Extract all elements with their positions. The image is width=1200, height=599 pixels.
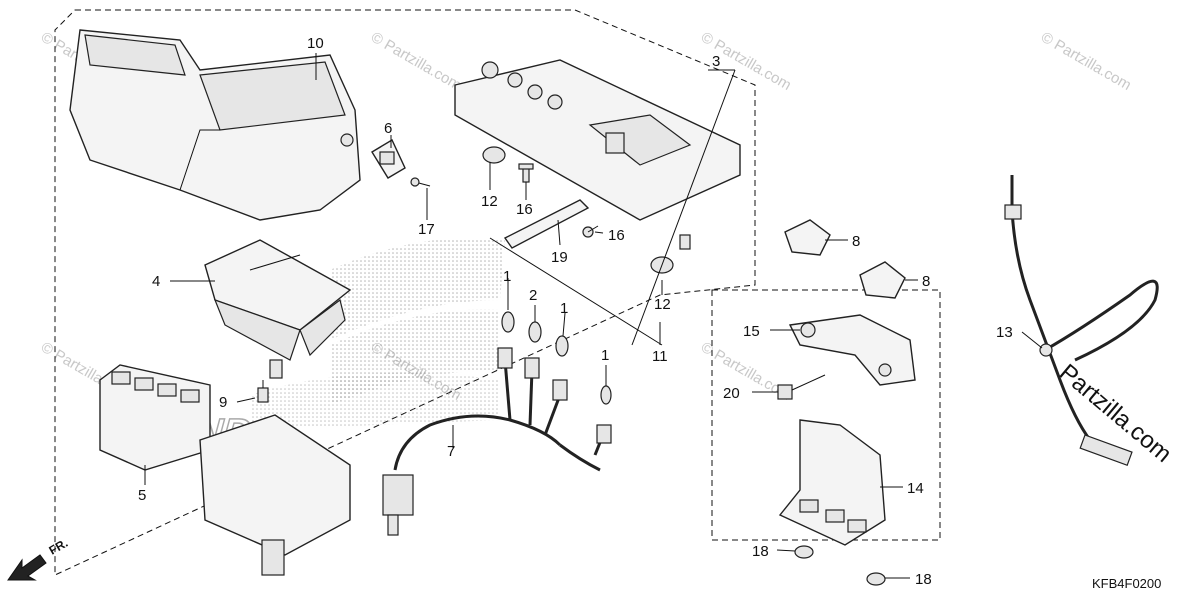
callout-3: 3 [712, 53, 720, 70]
meter-cover [69, 29, 361, 221]
callout-11: 11 [652, 348, 668, 365]
callout-1: 1 [503, 268, 511, 285]
nut [866, 572, 886, 586]
callout-6: 6 [384, 120, 392, 137]
bulb-socket [596, 424, 612, 444]
bulb [555, 335, 569, 357]
rubber-mount [784, 219, 831, 256]
direction-label: FR. [47, 536, 71, 558]
callout-1: 1 [560, 300, 568, 317]
speedometer-cable [1004, 175, 1159, 467]
callout-1: 1 [601, 347, 609, 364]
callout-10: 10 [307, 35, 324, 52]
small-screw [410, 177, 431, 187]
callout-9: 9 [219, 394, 227, 411]
grommet [482, 146, 506, 164]
wire-harness [382, 359, 607, 536]
callout-15: 15 [743, 323, 760, 340]
reset-knob [371, 138, 406, 179]
meter-case [99, 364, 351, 576]
callout-20: 20 [723, 385, 740, 402]
callout-4: 4 [152, 273, 160, 290]
callout-18: 18 [752, 543, 769, 560]
callout-2: 2 [529, 287, 537, 304]
watermark: © Partzilla.com [368, 29, 464, 94]
callout-5: 5 [138, 487, 146, 504]
rubber-mount [859, 261, 906, 299]
callout-12: 12 [481, 193, 498, 210]
nut [794, 545, 814, 559]
callouts: 10 6 17 12 16 19 16 12 11 3 4 9 5 7 1 2 … [138, 35, 1013, 588]
callout-12: 12 [654, 296, 671, 313]
lower-bracket [778, 419, 886, 546]
bulb [528, 321, 542, 343]
stay [503, 199, 590, 249]
callout-13: 13 [996, 324, 1013, 341]
bolt [777, 374, 826, 400]
bulb [501, 311, 515, 333]
watermark: © Partzilla.com [1038, 29, 1134, 94]
bulb-socket [524, 357, 540, 379]
bulb-socket [497, 347, 513, 369]
callout-18: 18 [915, 571, 932, 588]
meter-unit [204, 239, 352, 379]
honda-wing-logo-icon [250, 238, 505, 430]
callout-8: 8 [922, 273, 930, 290]
callout-14: 14 [907, 480, 924, 497]
leader-lines [144, 53, 1043, 579]
diagram-code: KFB4F0200 [1092, 576, 1161, 591]
callout-19: 19 [551, 249, 568, 266]
screw [518, 163, 534, 183]
callout-7: 7 [447, 443, 455, 460]
callout-16: 16 [516, 201, 533, 218]
bulb-socket [552, 379, 568, 401]
bulb [600, 385, 612, 405]
arrow-down-left-icon [7, 554, 47, 581]
callout-8: 8 [852, 233, 860, 250]
screw [257, 380, 269, 403]
callout-16: 16 [608, 227, 625, 244]
screw [582, 225, 599, 238]
callout-17: 17 [418, 221, 435, 238]
assembly-outline [54, 9, 756, 576]
meter-base [454, 59, 741, 250]
